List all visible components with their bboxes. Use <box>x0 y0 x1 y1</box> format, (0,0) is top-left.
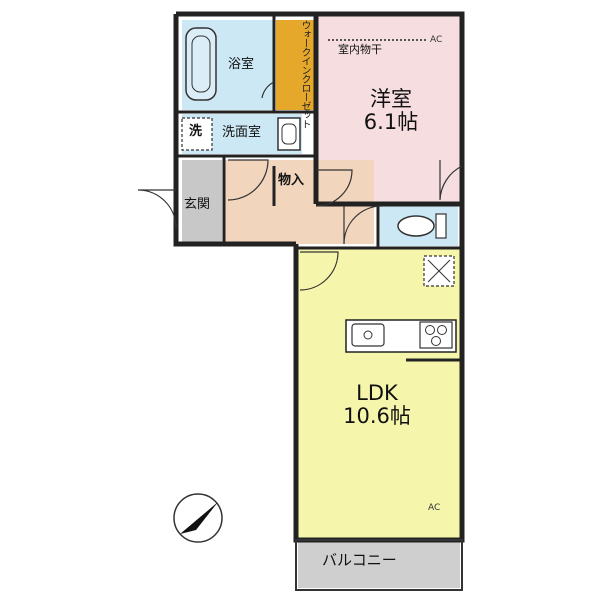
western-room-size: 6.1帖 <box>363 110 419 135</box>
entrance-label: 玄関 <box>184 197 211 212</box>
inner-walls <box>176 14 462 362</box>
bathtub-icon <box>185 27 217 101</box>
balcony-rail <box>295 539 463 591</box>
drying-label: 室内物干 <box>338 43 382 56</box>
door-swings <box>137 81 463 291</box>
ventilation-fan-icon <box>423 255 455 287</box>
ldk-room <box>296 248 460 538</box>
bath-label: 浴室 <box>228 57 255 72</box>
washer-label: 洗 <box>189 124 203 139</box>
washer-space <box>181 117 213 151</box>
western-room-label: 洋室 6.1帖 <box>336 87 446 135</box>
balcony <box>298 540 460 588</box>
western-room-name: 洋室 <box>370 87 412 111</box>
ldk-room-label: LDK 10.6帖 <box>318 381 436 429</box>
sink-icon <box>351 323 385 347</box>
ldk-room-size: 10.6帖 <box>343 404 411 429</box>
ldk-room-name: LDK <box>356 381 398 405</box>
toilet-icon <box>397 213 447 239</box>
balcony-label: バルコニー <box>322 551 397 569</box>
ac-top-label: AC <box>430 35 443 45</box>
walk-in-closet <box>276 20 314 110</box>
north-arrow-icon <box>173 493 223 543</box>
washbasin-icon <box>277 117 301 151</box>
entrance <box>182 160 222 242</box>
walk-in-closet-label: ウォークインクローゼット <box>299 20 310 128</box>
storage-label: 物入 <box>278 173 305 188</box>
ac-bottom-label: AC <box>428 503 441 513</box>
stove-icon <box>419 321 453 349</box>
washroom-label: 洗面室 <box>222 125 262 140</box>
